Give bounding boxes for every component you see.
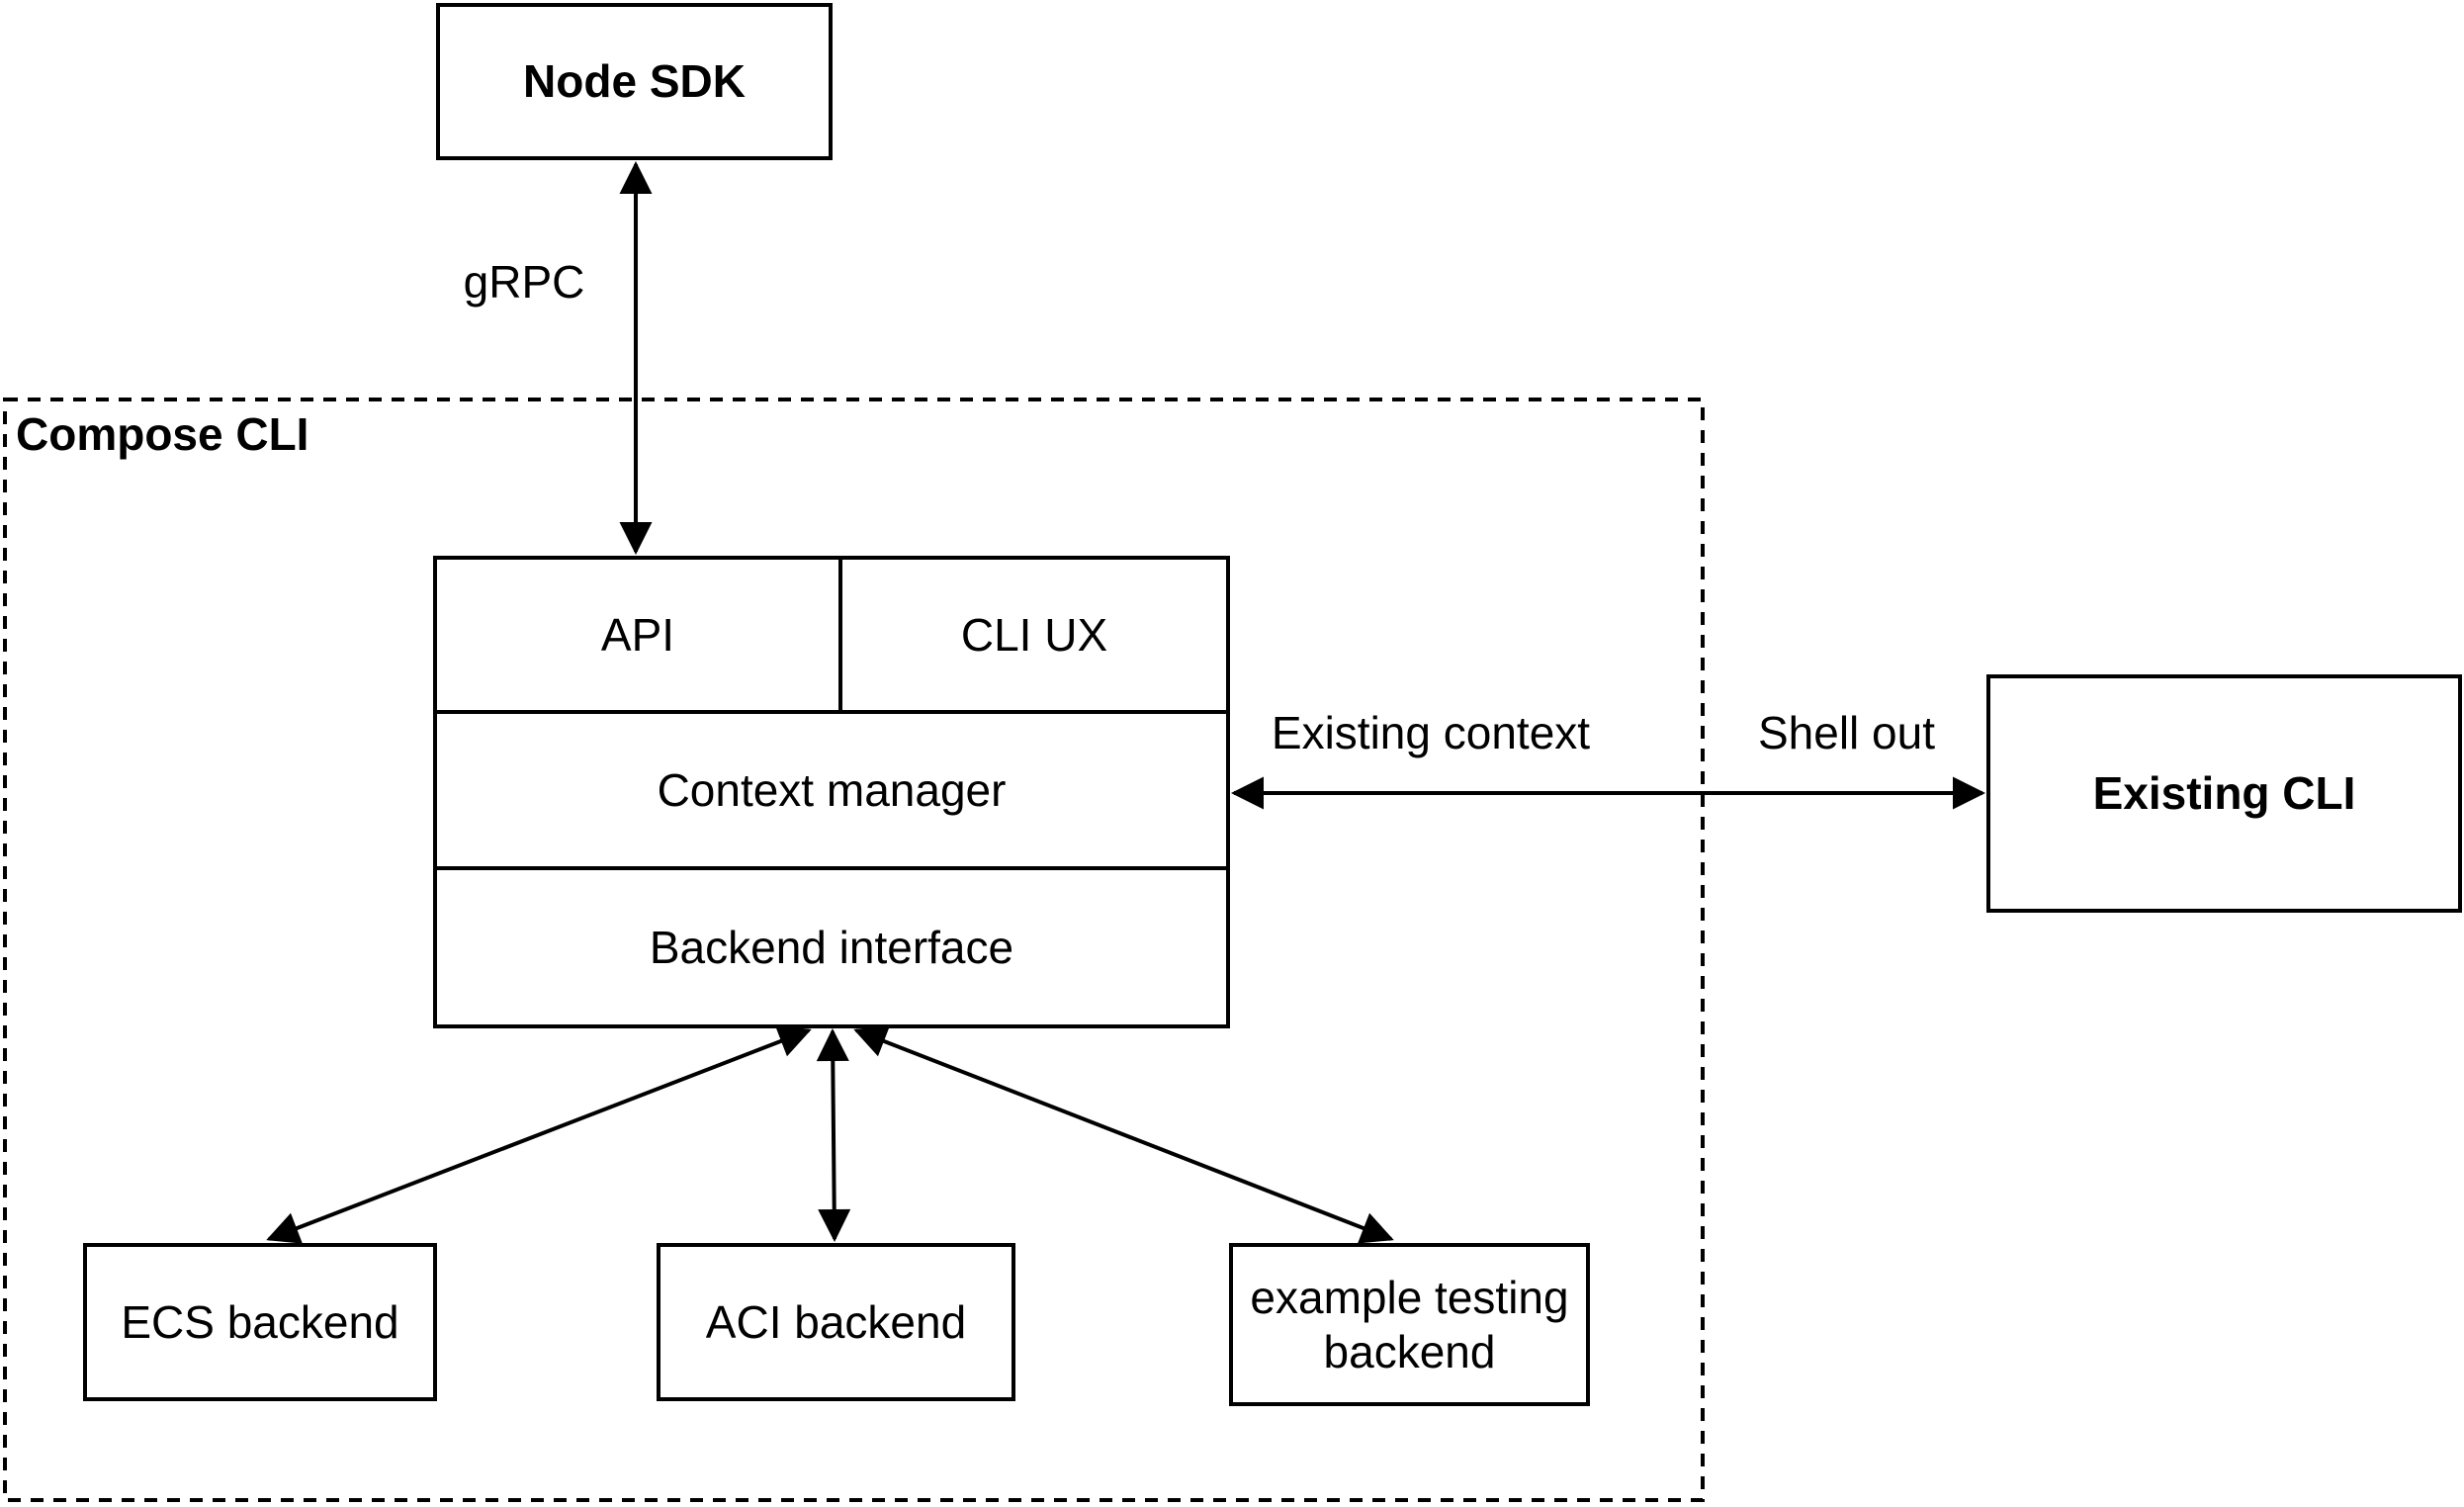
existing-cli-box: Existing CLI: [1986, 674, 2462, 913]
compose-cli-core-box: API CLI UX Context manager Backend inter…: [433, 556, 1230, 1028]
api-label: API: [600, 609, 675, 661]
aci-backend-box: ACI backend: [657, 1243, 1015, 1401]
compose-cli-group-label: Compose CLI: [16, 408, 309, 460]
backend-interface-aci-arrow: [816, 1028, 851, 1242]
node-sdk-label: Node SDK: [523, 55, 746, 108]
cli-ux-label: CLI UX: [960, 609, 1108, 661]
existing-context-edge-label: Existing context: [1258, 706, 1604, 759]
context-manager-label: Context manager: [657, 764, 1007, 816]
backend-interface-ecs-arrow: [266, 1025, 812, 1244]
existing-cli-label: Existing CLI: [2092, 767, 2356, 820]
example-testing-backend-label: example testing backend: [1250, 1272, 1569, 1377]
backend-interface-label: Backend interface: [649, 922, 1014, 973]
shell-out-edge-label: Shell out: [1720, 706, 1973, 759]
top-row: API CLI UX: [437, 560, 1226, 714]
node-sdk-box: Node SDK: [436, 3, 833, 160]
api-cell: API: [437, 560, 842, 710]
cli-ux-cell: CLI UX: [842, 560, 1226, 710]
aci-backend-label: ACI backend: [705, 1295, 967, 1348]
backend-interface-cell: Backend interface: [437, 870, 1226, 1024]
backend-interface-example-arrow: [853, 1025, 1394, 1244]
ecs-backend-box: ECS backend: [83, 1243, 437, 1401]
example-testing-backend-box: example testing backend: [1229, 1243, 1590, 1406]
grpc-edge-label: gRPC: [440, 255, 608, 309]
ecs-backend-label: ECS backend: [121, 1295, 399, 1348]
context-manager-cell: Context manager: [437, 714, 1226, 870]
